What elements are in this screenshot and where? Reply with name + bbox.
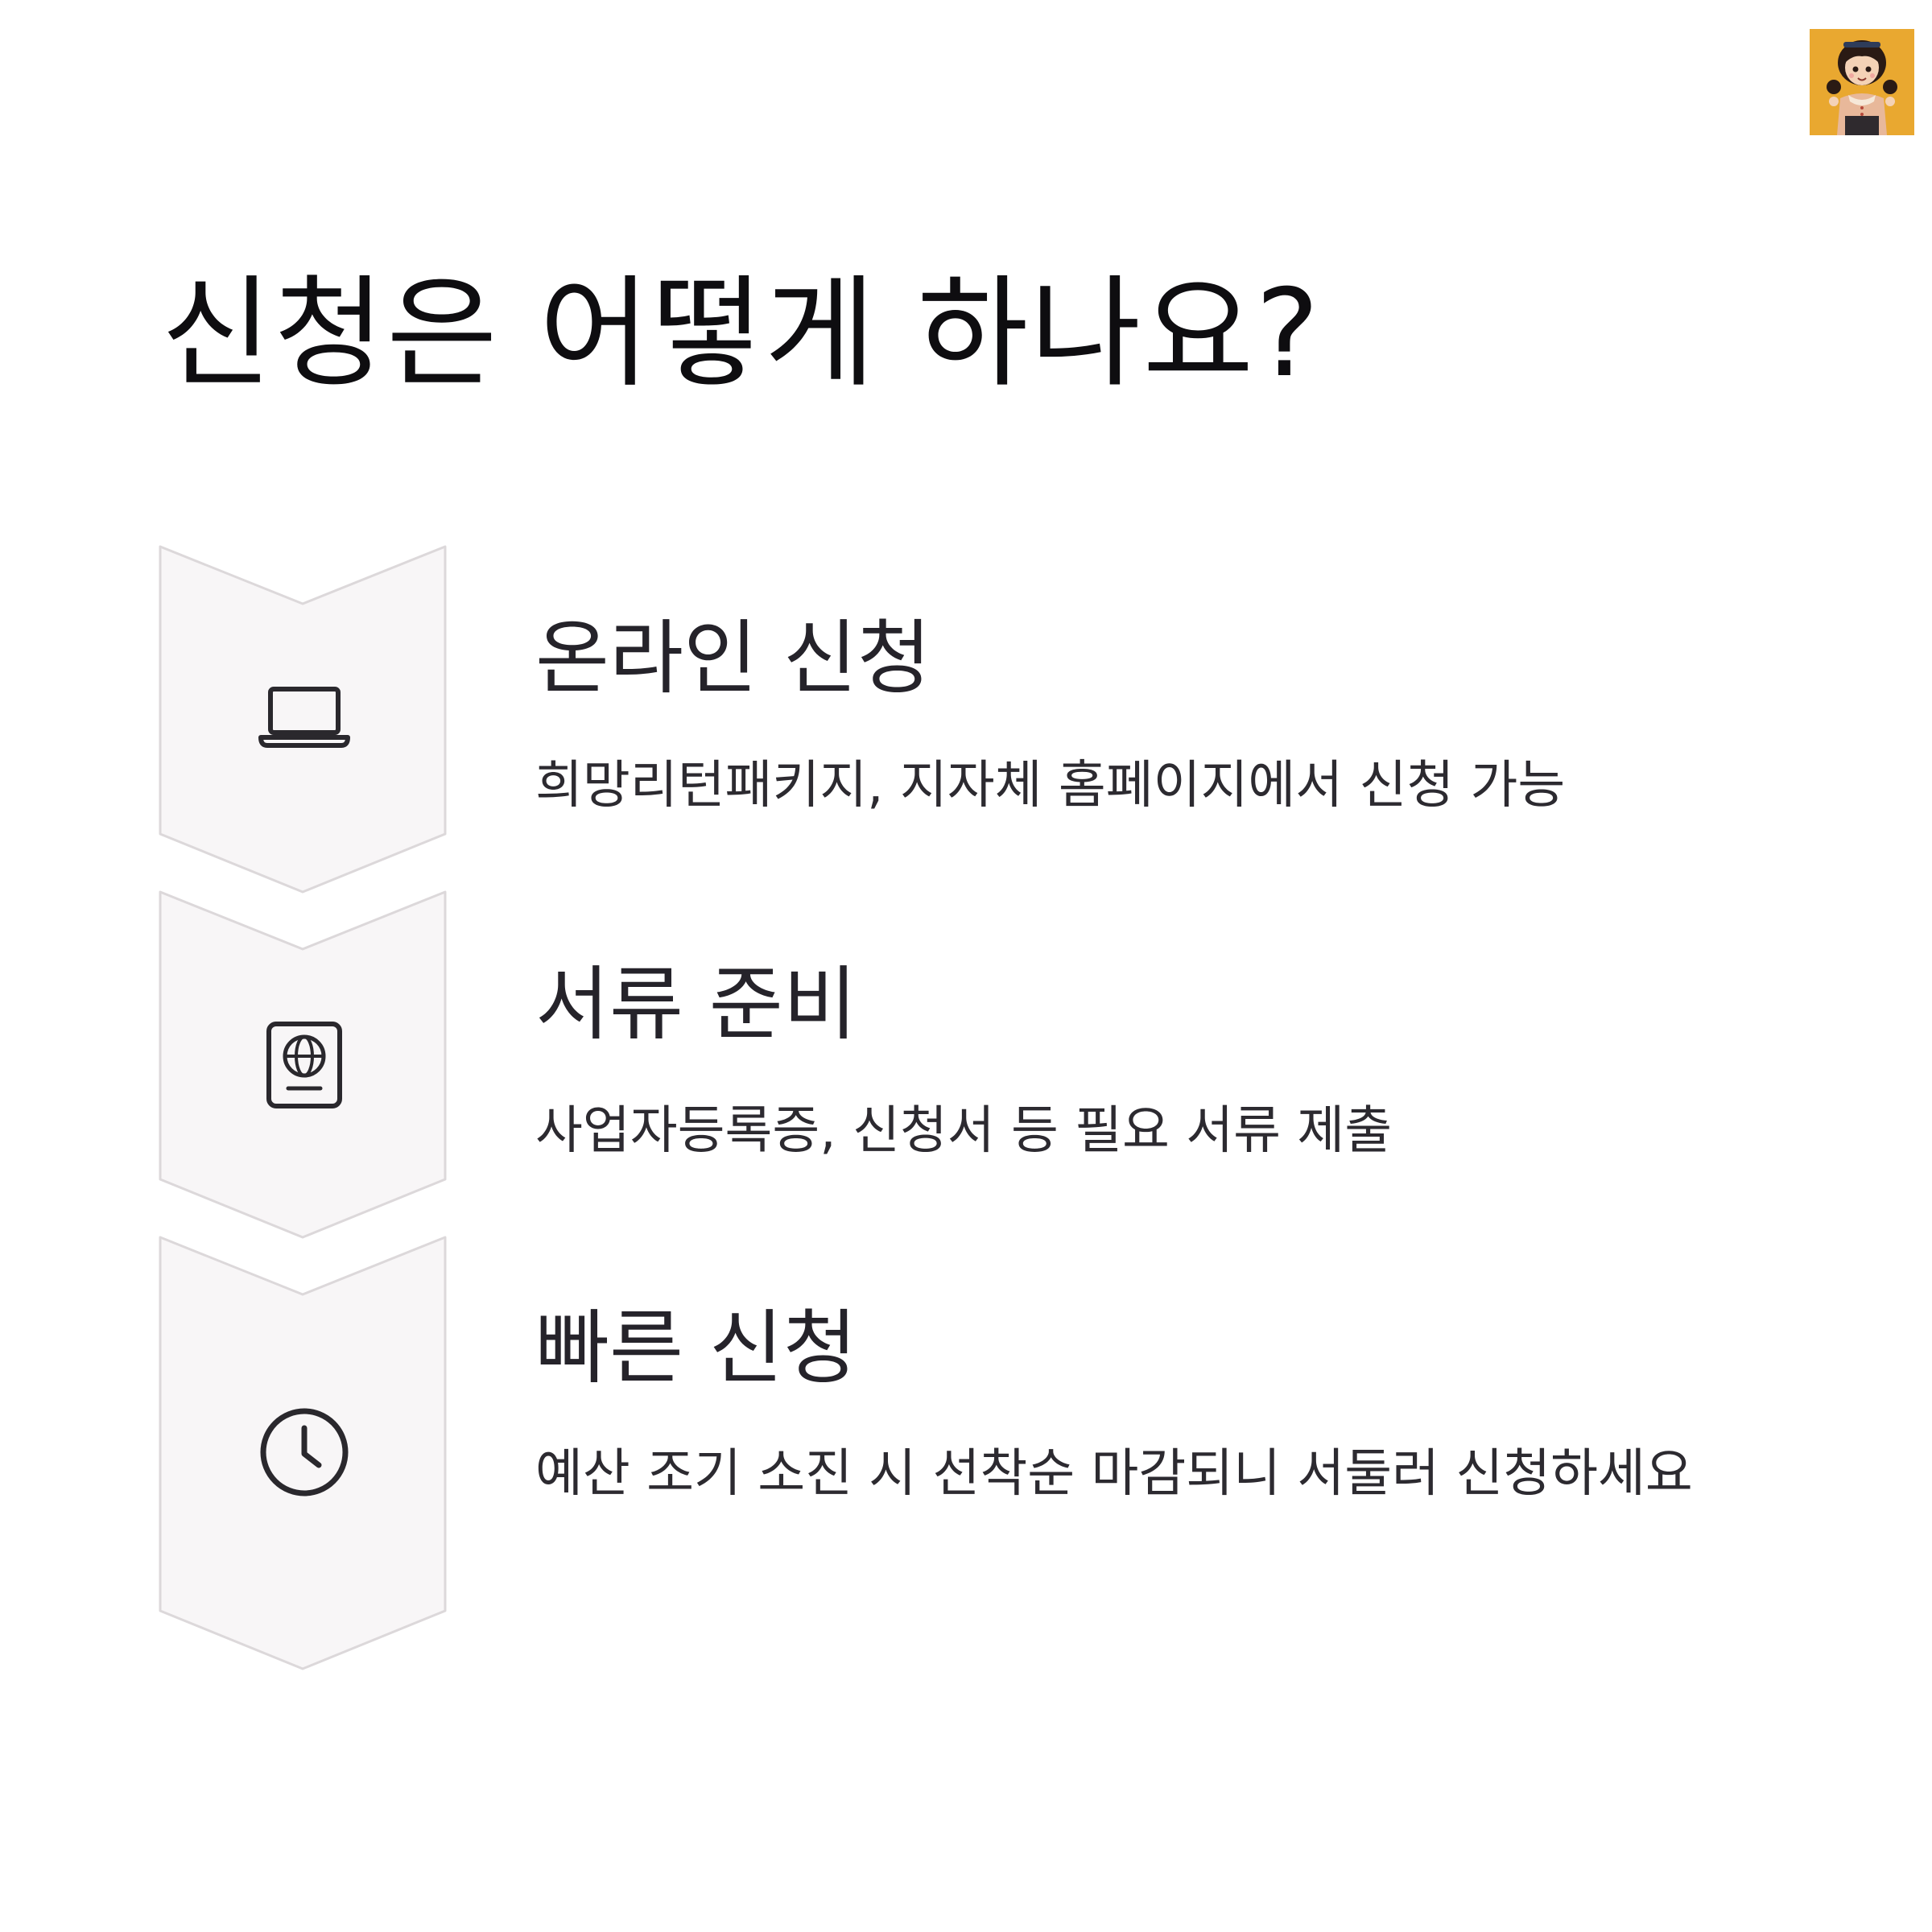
page-title: 신청은 어떻게 하나요?: [161, 264, 1321, 404]
step-desc-online: 희망리턴패키지, 지자체 홈페이지에서 신청 가능: [535, 756, 1566, 815]
laptop-icon: [256, 683, 353, 753]
avatar: [1810, 29, 1914, 135]
chevron-step-2: [159, 890, 447, 1239]
girl-illustration: [1810, 29, 1914, 135]
step-title-quick: 빠른 신청: [535, 1301, 857, 1395]
chevron-step-1: [159, 545, 447, 894]
step-desc-quick: 예산 조기 소진 시 선착순 마감되니 서둘러 신청하세요: [535, 1444, 1693, 1504]
passport-icon: [264, 1021, 345, 1113]
step-title-documents: 서류 준비: [535, 957, 857, 1051]
step-desc-documents: 사업자등록증, 신청서 등 필요 서류 제출: [535, 1101, 1393, 1161]
clock-icon: [256, 1404, 353, 1504]
step-title-online: 온라인 신청: [535, 611, 931, 705]
